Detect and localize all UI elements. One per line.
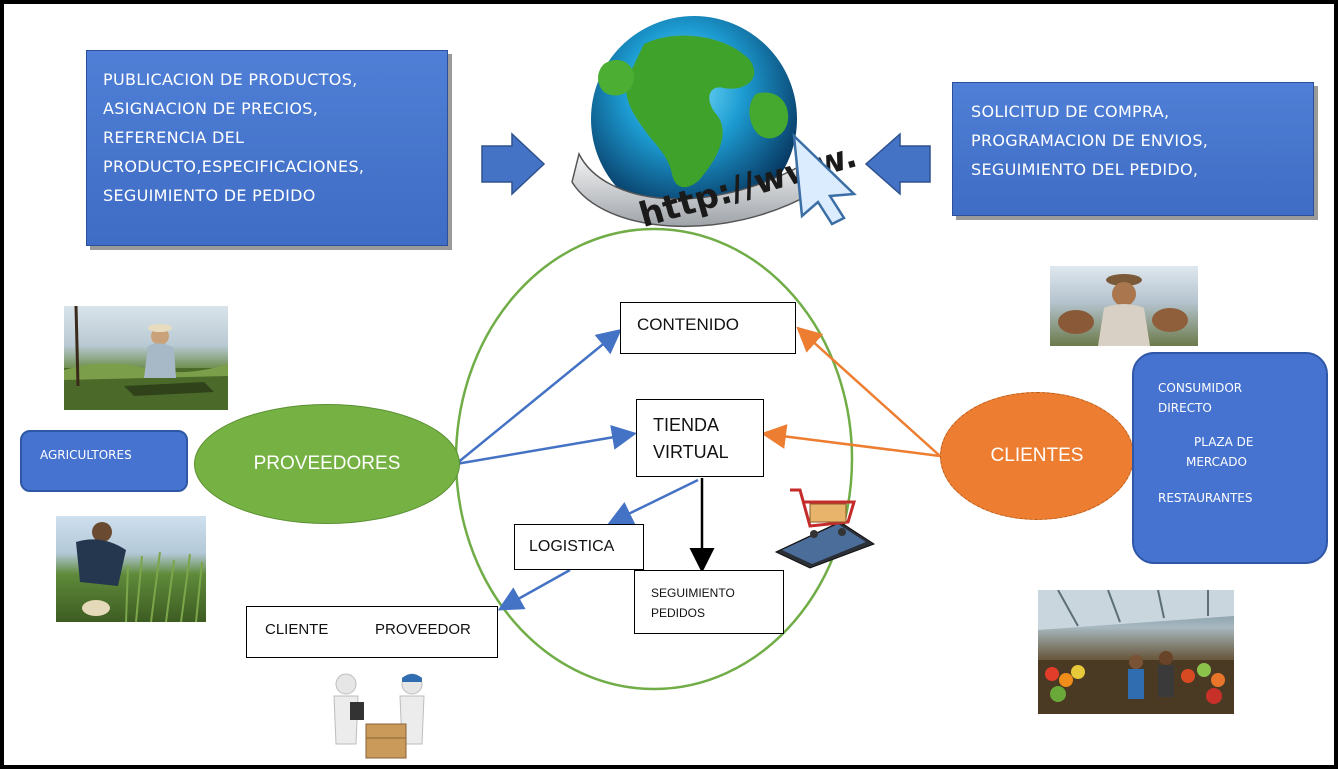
clientes-label: CLIENTES <box>990 445 1084 466</box>
logistica-label: LOGISTICA <box>529 538 615 555</box>
agricultores-box: AGRICULTORES <box>20 430 188 492</box>
arrow-clientes-tienda <box>761 424 941 458</box>
arrow-clientes-contenido <box>796 326 941 457</box>
provider-actions-box: PUBLICACION DE PRODUCTOS, ASIGNACION DE … <box>86 50 448 246</box>
client-actions-line: SEGUIMIENTO DEL PEDIDO, <box>971 160 1199 179</box>
provider-actions-line: PRODUCTO,ESPECIFICACIONES, <box>103 157 365 176</box>
arrow-proveedores-contenido <box>455 328 622 465</box>
provider-actions-line: ASIGNACION DE PRECIOS, <box>103 99 319 118</box>
contenido-box: CONTENIDO <box>620 302 796 354</box>
proveedores-ellipse: PROVEEDORES <box>194 404 460 524</box>
agricultores-label: AGRICULTORES <box>40 448 132 462</box>
cliente-label: CLIENTE <box>265 621 329 638</box>
arrow-tienda-logistica <box>607 478 699 525</box>
proveedores-label: PROVEEDORES <box>253 453 401 474</box>
shopping-cart-icon <box>774 488 876 569</box>
clientes-ellipse: CLIENTES <box>940 392 1134 520</box>
provider-actions-line: PUBLICACION DE PRODUCTOS, <box>103 70 358 89</box>
farmer-photo <box>64 306 228 410</box>
tienda-virtual-box: TIENDA VIRTUAL <box>636 399 764 477</box>
contenido-label: CONTENIDO <box>637 315 739 334</box>
client-types-box: CONSUMIDOR DIRECTO PLAZA DE MERCADO REST… <box>1132 352 1328 564</box>
right-block-arrow <box>481 132 546 196</box>
seguimiento-label-2: PEDIDOS <box>651 606 706 620</box>
plaza-label-2: MERCADO <box>1186 455 1247 469</box>
arrow-proveedores-tienda <box>455 425 637 466</box>
delivery-people-icon <box>333 673 425 759</box>
tienda-label-1: TIENDA <box>653 415 720 435</box>
seguimiento-label-1: SEGUIMIENTO <box>651 586 735 600</box>
seguimiento-box: SEGUIMIENTO PEDIDOS <box>634 570 784 634</box>
logistica-box: LOGISTICA <box>514 524 644 570</box>
provider-actions-line: REFERENCIA DEL <box>103 128 245 147</box>
restaurantes-label: RESTAURANTES <box>1158 491 1253 505</box>
tienda-label-2: VIRTUAL <box>653 442 729 462</box>
harvest-photo <box>56 516 206 622</box>
left-block-arrow <box>864 132 931 196</box>
client-actions-line: SOLICITUD DE COMPRA, <box>971 102 1170 121</box>
consumidor-label-2: DIRECTO <box>1158 401 1212 415</box>
client-actions-box: SOLICITUD DE COMPRA, PROGRAMACION DE ENV… <box>952 82 1314 216</box>
proveedor-label: PROVEEDOR <box>375 621 471 638</box>
market-photo <box>1038 590 1234 714</box>
consumidor-label-1: CONSUMIDOR <box>1158 381 1243 395</box>
arrow-logistica-cliente <box>497 568 571 611</box>
globe-url-text: http://www. <box>635 136 862 236</box>
provider-actions-line: SEGUIMIENTO DE PEDIDO <box>103 186 316 205</box>
cliente-proveedor-box: CLIENTE PROVEEDOR <box>246 606 498 658</box>
client-actions-line: PROGRAMACION DE ENVIOS, <box>971 131 1209 150</box>
consumer-photo <box>1050 266 1198 346</box>
plaza-label-1: PLAZA DE <box>1194 435 1254 449</box>
